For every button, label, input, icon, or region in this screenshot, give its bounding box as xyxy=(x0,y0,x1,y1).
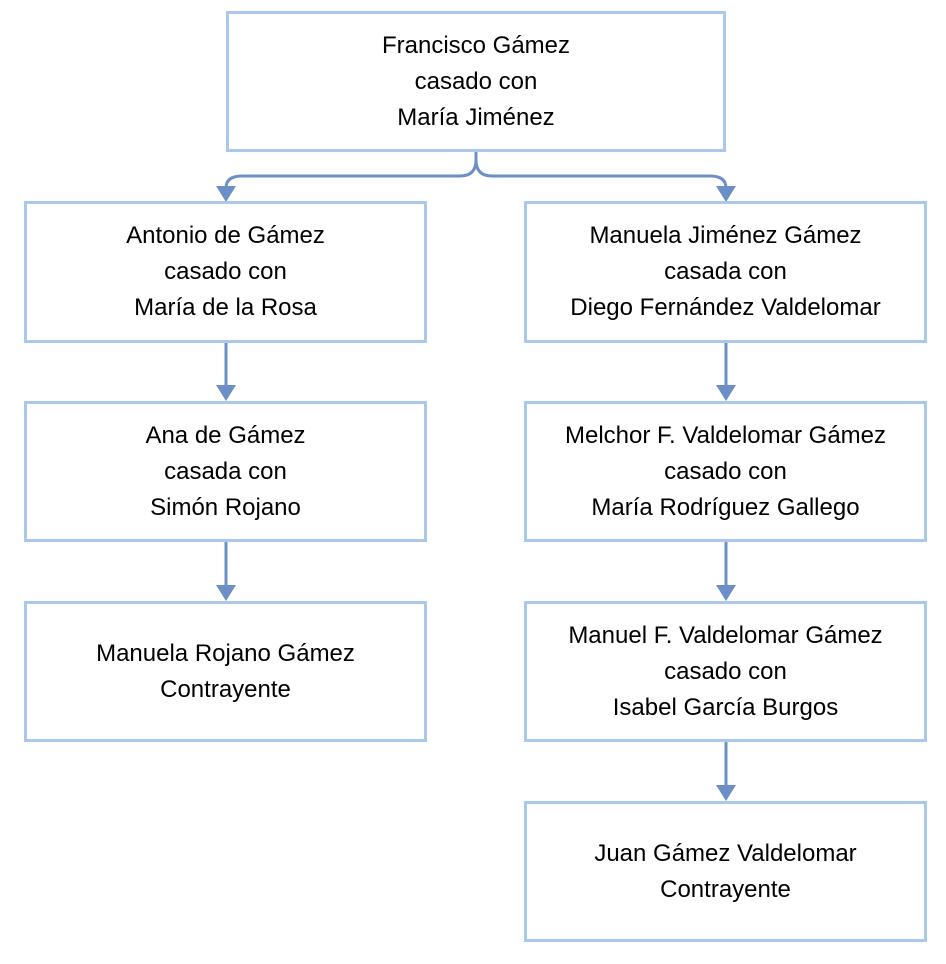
node-line: Simón Rojano xyxy=(150,493,301,521)
arrowhead xyxy=(716,186,736,202)
node-line: Manuela Jiménez Gámez xyxy=(589,222,862,249)
node-line: casado con xyxy=(664,657,787,685)
node-antonio-de-gamez: Antonio de Gámez casado con María de la … xyxy=(24,201,427,343)
node-line: casado con xyxy=(164,258,287,285)
node-line: Ana de Gámez xyxy=(145,421,306,449)
arrowhead xyxy=(716,585,736,601)
node-line: Manuel F. Valdelomar Gámez xyxy=(568,621,883,649)
node-line: María Rodríguez Gallego xyxy=(591,493,860,521)
node-manuel-valdelomar-gamez: Manuel F. Valdelomar Gámez casado con Is… xyxy=(524,601,927,742)
node-line: María de la Rosa xyxy=(134,294,317,321)
node-line: casada con xyxy=(164,457,287,485)
arrowhead xyxy=(716,785,736,801)
node-line: casada con xyxy=(664,258,787,285)
node-line: Contrayente xyxy=(160,675,291,703)
node-line: Manuela Rojano Gámez xyxy=(96,639,355,667)
arrowhead xyxy=(216,385,236,401)
node-line: casado con xyxy=(414,67,538,95)
node-root-francisco-gamez: Francisco Gámez casado con María Jiménez xyxy=(226,11,726,152)
node-juan-gamez-valdelomar: Juan Gámez Valdelomar Contrayente xyxy=(524,801,927,942)
node-line: casado con xyxy=(664,457,787,485)
node-line: Antonio de Gámez xyxy=(126,222,325,249)
node-manuela-rojano-gamez: Manuela Rojano Gámez Contrayente xyxy=(24,601,427,742)
node-line: Juan Gámez Valdelomar xyxy=(594,839,857,867)
arrowhead xyxy=(216,186,236,202)
node-line: Isabel García Burgos xyxy=(612,693,839,721)
arrowhead xyxy=(716,385,736,401)
node-line: Contrayente xyxy=(660,875,791,903)
connector-root-branch-right xyxy=(474,159,728,189)
arrowhead xyxy=(216,585,236,601)
node-line: Diego Fernández Valdelomar xyxy=(570,294,881,321)
node-manuela-jimenez-gamez: Manuela Jiménez Gámez casada con Diego F… xyxy=(524,201,927,343)
node-melchor-valdelomar-gamez: Melchor F. Valdelomar Gámez casado con M… xyxy=(524,401,927,542)
connector-root-branch xyxy=(224,152,478,189)
node-line: Melchor F. Valdelomar Gámez xyxy=(565,421,886,449)
node-ana-de-gamez: Ana de Gámez casada con Simón Rojano xyxy=(24,401,427,542)
node-line: María Jiménez xyxy=(397,103,555,131)
node-line: Francisco Gámez xyxy=(381,31,571,59)
